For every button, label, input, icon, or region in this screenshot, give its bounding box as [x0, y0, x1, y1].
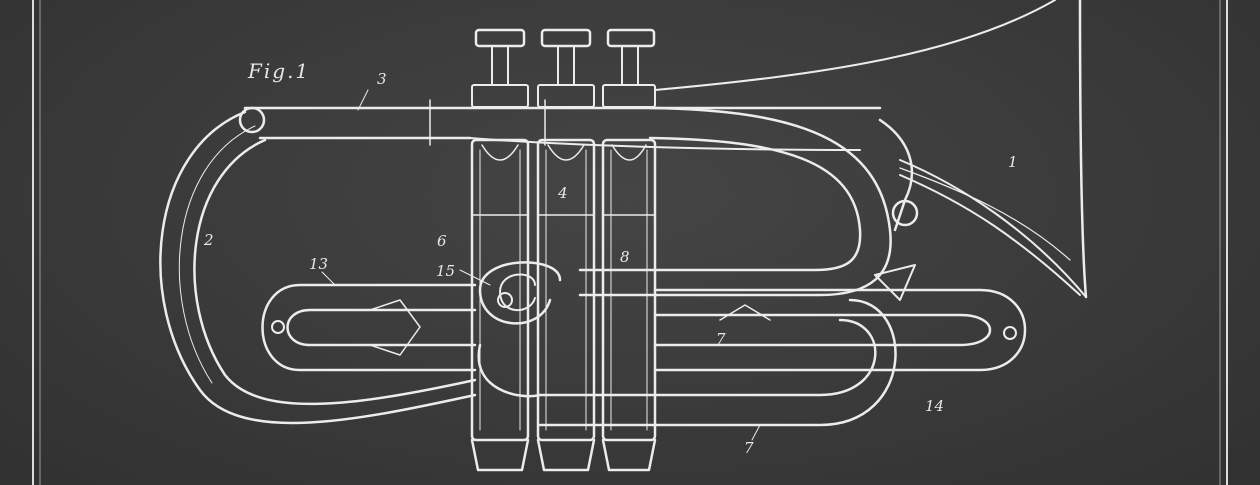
valve-tops: [471, 28, 656, 108]
coil-15: [477, 261, 562, 398]
valve-bottoms: [470, 438, 657, 472]
label-8: 8: [620, 248, 630, 266]
label-14: 14: [925, 397, 944, 415]
label-2: 2: [203, 231, 214, 249]
label-4: 4: [557, 184, 568, 202]
slide-13: [261, 283, 477, 372]
labels: Fig.1 1 2 3 4 6 7 7 8 13 14 15: [203, 59, 1018, 457]
label-13: 13: [309, 255, 328, 273]
right-loop: [578, 106, 919, 301]
label-7b: 7: [744, 439, 754, 457]
label-15: 15: [436, 262, 455, 280]
slide-7: [538, 288, 1027, 427]
label-6: 6: [437, 232, 447, 250]
tuning-loop: [159, 110, 477, 425]
label-3: 3: [377, 70, 387, 88]
bell: [654, 0, 1088, 299]
label-7a: 7: [716, 330, 726, 348]
border-frame: [32, 0, 1228, 485]
figure-title: Fig.1: [247, 59, 310, 83]
label-1: 1: [1008, 153, 1018, 171]
